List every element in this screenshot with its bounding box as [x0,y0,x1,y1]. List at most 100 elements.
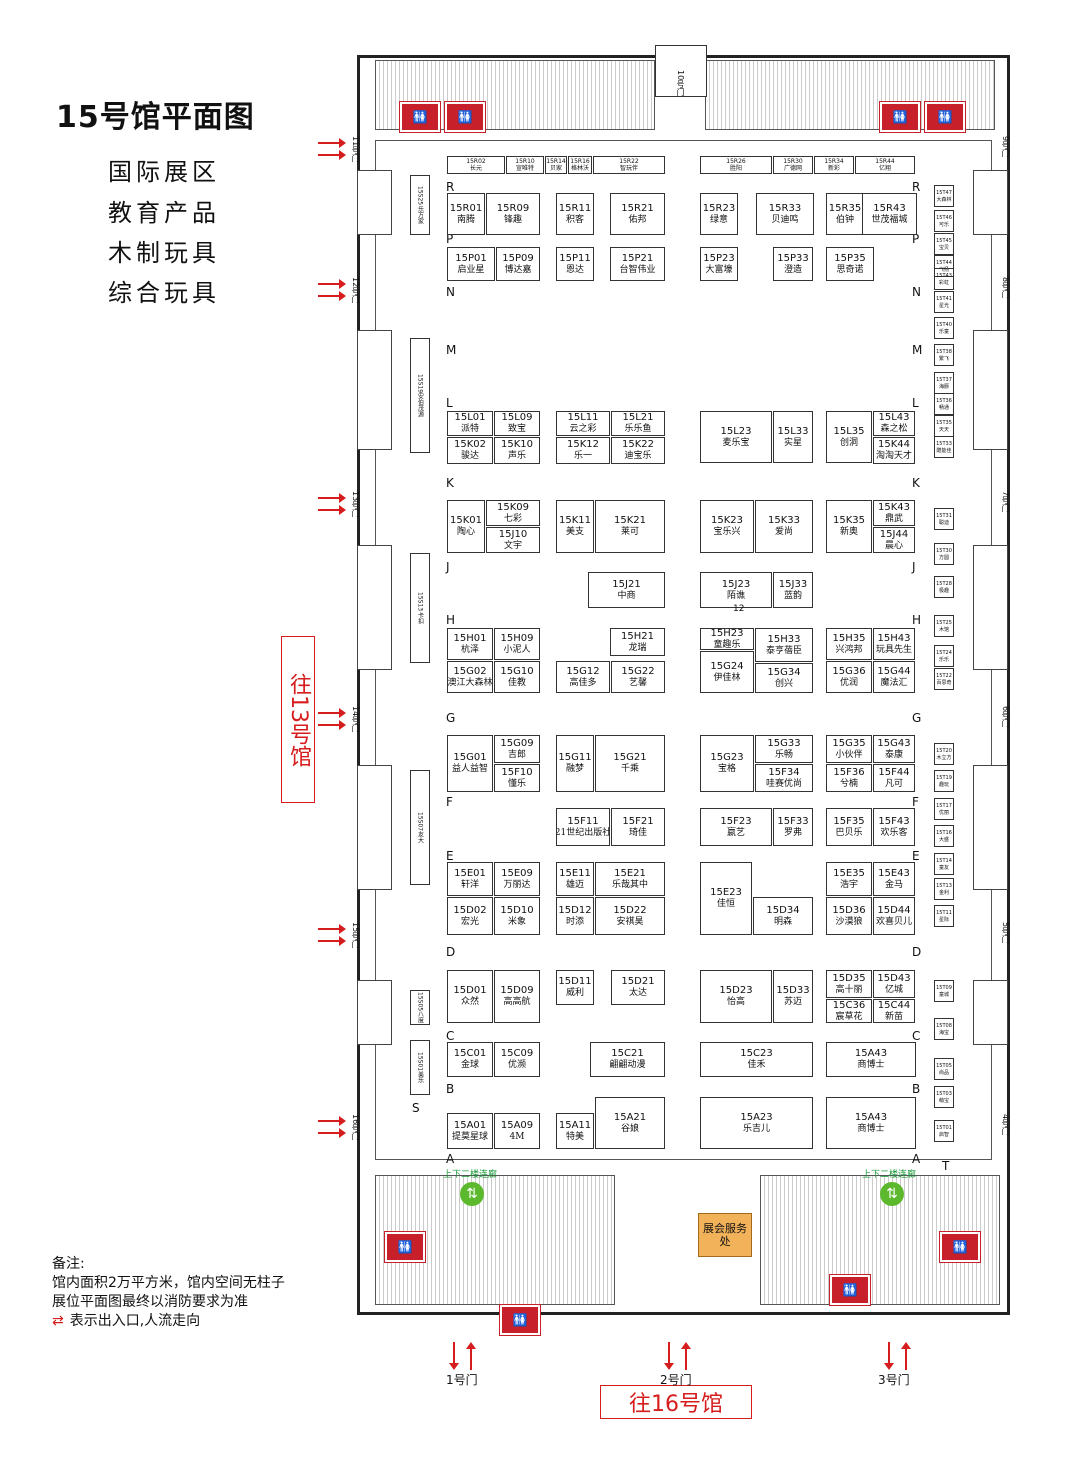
side-booth-code: 15T38 [936,348,952,355]
booth-code: 15E09 [501,867,533,879]
side-booth-name: 童友 [938,864,949,871]
booth-name: 南腾 [456,214,475,225]
booth-code: 15C44 [877,999,911,1011]
side-booth-name: 方圆 [938,554,949,561]
booth-code: 15K44 [877,439,910,450]
booth-code: 15R22 [619,158,639,165]
booth-name: 爱尚 [774,527,793,537]
booth-name: 哇赛优尚 [765,778,802,789]
side-booth-name: 酷能佳 [936,447,952,454]
col-block [973,980,1008,1045]
booth-name: 格林沃 [570,165,589,172]
booth-code: 15F23 [720,815,752,827]
booth-code: 15J33 [778,578,808,590]
booth-name: 凡可 [884,778,903,789]
notes-legend: ⇄ 表示出入口,人流走向 [52,1312,285,1331]
booth-name: 澳江大森林 [447,677,493,688]
booth-name: 米象 [507,916,526,927]
booth-code: 15H01 [453,632,487,644]
right-gate-label: 9号门 [1001,136,1010,158]
booth-name: 太达 [628,988,647,998]
gate-arrow-in [318,924,346,934]
right-gate-label: 6号门 [1001,706,1010,728]
row-label: B [912,1082,921,1096]
booth-code: 15K01 [449,515,482,526]
booth-name: 台智伟业 [619,264,656,275]
booth-code: 15L33 [777,425,809,437]
side-booth-code: 15T14 [936,857,952,864]
bottom-gate-label: 2号门 [660,1373,692,1387]
booth-code: 15K10 [500,439,533,450]
booth-code: 15G09 [500,737,534,749]
gate-arrow-up [901,1342,911,1370]
toilet-icon: 🚻 [829,1274,871,1306]
row-label: P [912,232,920,246]
booth-name: 巴贝乐 [835,827,863,838]
side-booth-name: 极趣 [938,587,949,594]
side-booth-name: 优丽 [938,809,949,816]
two-way-arrow-icon: ⇄ [52,1313,64,1329]
booth-code: 15E43 [878,867,910,879]
booth-name: 云之彩 [569,424,597,434]
booth-code: 15G43 [877,737,911,749]
booth-code: 15G22 [621,665,655,677]
booth-name: 嬴艺 [726,827,745,838]
side-booth-name: 乐乐 [938,656,949,663]
booth-code: 15E35 [833,867,865,879]
booth-name: 轩洋 [460,879,479,890]
booth-name: 宝乐兴 [713,527,741,537]
booth-code: 15F44 [878,766,910,778]
booth-name: 澄造 [783,264,802,275]
booth-code: 15L09 [501,412,533,423]
booth-code: 15L35 [833,425,865,437]
booth-name: 金球 [460,1060,479,1070]
booth-code: 15E01 [454,867,486,879]
booth-code: 15A43 [854,1111,888,1123]
booth-name: 蓝韵 [783,590,802,601]
side-booth-name: 大盛 [938,836,949,843]
corner-label-t: T [942,1159,950,1173]
booth-code: 15F36 [833,766,865,778]
booth-code: 15G34 [767,666,801,678]
gate-arrow-in [318,936,346,946]
side-booth-code: 15T22 [936,672,952,679]
booth-code: 15H35 [832,632,866,644]
row-label: N [446,285,455,299]
side-booth-name: 大森林 [936,196,952,203]
side-booth-name: 可乐 [938,221,949,228]
booth-code: 15H09 [500,632,534,644]
booth-name: 苏迈 [783,997,802,1007]
booth-code: 15C09 [500,1048,534,1059]
booth-name: 万丽达 [503,879,531,890]
right-gate-label: 8号门 [1001,277,1010,299]
booth-name: 融梦 [565,764,584,774]
